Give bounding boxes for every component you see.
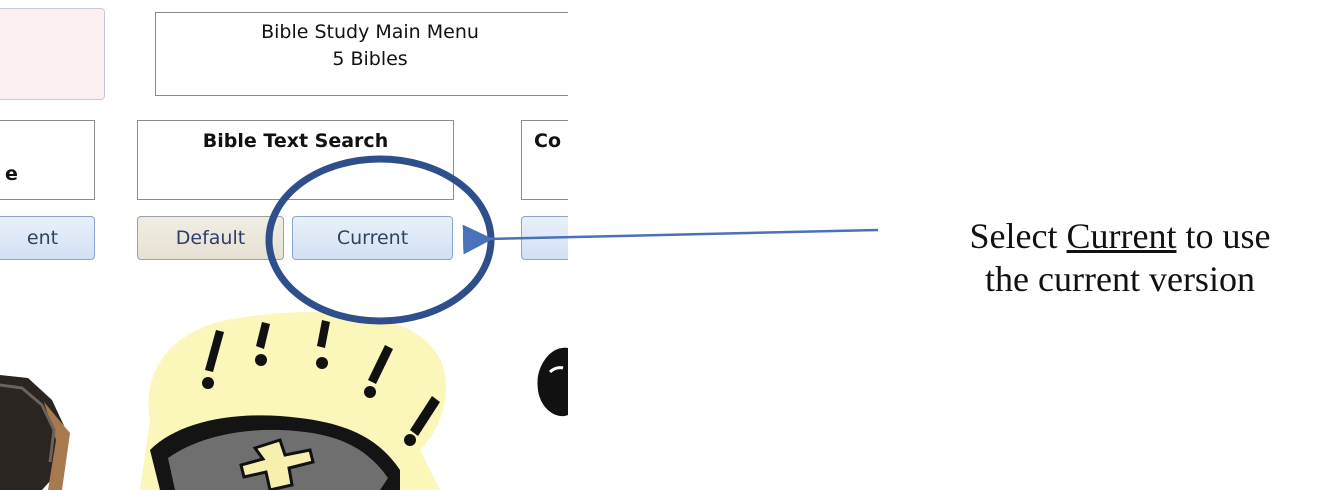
pink-panel: [0, 8, 105, 100]
instruction-line-1: Select Current to use: [900, 215, 1340, 258]
bible-illustrations: [0, 155, 568, 490]
main-menu-title-box: Bible Study Main Menu 5 Bibles: [155, 12, 568, 96]
highlight-circle: [265, 155, 495, 325]
left-panel-label: e: [5, 163, 18, 185]
main-menu-title: Bible Study Main Menu: [261, 21, 479, 43]
bibles-count: 5 Bibles: [332, 48, 408, 70]
current-button[interactable]: Current: [292, 216, 453, 260]
instruction-highlight: Current: [1066, 216, 1177, 256]
left-current-button[interactable]: ent: [0, 216, 95, 260]
bible-text-search-label: Bible Text Search: [202, 130, 389, 152]
default-button-label: Default: [175, 227, 246, 249]
app-screenshot: Bible Study Main Menu 5 Bibles e Bible T…: [0, 0, 568, 490]
instruction-prefix: Select: [969, 216, 1058, 256]
glowing-bible-icon: [140, 311, 447, 490]
right-panel-label: Co: [534, 130, 561, 152]
left-current-button-label: ent: [26, 227, 59, 249]
left-bible-icon: [0, 375, 70, 490]
instruction-suffix: to use: [1185, 216, 1271, 256]
right-icon-fragment: [537, 347, 568, 417]
right-panel: Co: [521, 120, 568, 200]
default-button[interactable]: Default: [137, 216, 284, 260]
instruction-line-2: the current version: [985, 259, 1255, 299]
current-button-label: Current: [336, 227, 409, 249]
instruction-annotation: Select Current to use the current versio…: [900, 215, 1340, 301]
left-panel: e: [0, 120, 95, 200]
